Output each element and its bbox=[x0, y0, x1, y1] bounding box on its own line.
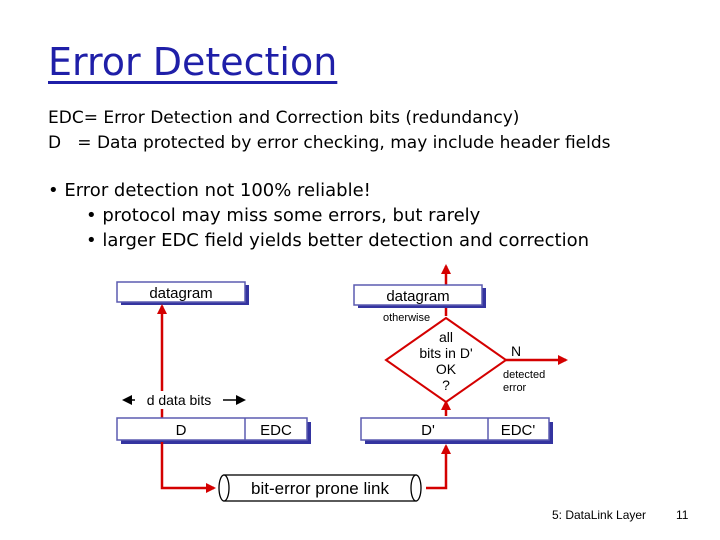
d-data-bits-indicator: d data bits bbox=[122, 391, 246, 409]
receiver-d-label: D' bbox=[421, 422, 435, 439]
detected-error-line-2: error bbox=[503, 382, 527, 394]
definition-d: D = Data protected by error checking, ma… bbox=[48, 133, 611, 153]
decision-line-3: OK bbox=[436, 361, 457, 377]
bit-error-link: bit-error prone link bbox=[218, 474, 422, 502]
link-to-receiver-arrow bbox=[426, 444, 451, 490]
decision-line-2: bits in D' bbox=[419, 345, 472, 361]
decision-line-4: ? bbox=[442, 377, 450, 393]
decision-diamond: all bits in D' OK ? bbox=[384, 316, 508, 404]
d-data-bits-label: d data bits bbox=[147, 392, 212, 408]
receiver-frame: D' EDC' bbox=[360, 417, 553, 444]
subbullet-larger-edc: • larger EDC field yields better detecti… bbox=[86, 230, 589, 251]
decision-line-1: all bbox=[439, 329, 453, 345]
slide-title: Error Detection bbox=[48, 40, 338, 84]
footer-chapter: 5: DataLink Layer bbox=[552, 508, 647, 522]
sender-to-link-arrow bbox=[160, 442, 216, 493]
sender-edc-label: EDC bbox=[260, 422, 292, 439]
no-label: N bbox=[511, 343, 521, 359]
bullet-reliability: • Error detection not 100% reliable! bbox=[48, 180, 371, 201]
link-label: bit-error prone link bbox=[251, 479, 389, 498]
sender-datagram-box: datagram bbox=[116, 281, 249, 305]
receiver-datagram-box: datagram bbox=[353, 284, 486, 308]
otherwise-label: otherwise bbox=[383, 312, 430, 324]
sender-datagram-label: datagram bbox=[149, 285, 212, 302]
subbullet-miss-errors: • protocol may miss some errors, but rar… bbox=[86, 205, 481, 226]
definition-edc: EDC= Error Detection and Correction bits… bbox=[48, 108, 520, 128]
receiver-edc-label: EDC' bbox=[501, 422, 536, 439]
sender-frame: D EDC bbox=[116, 417, 311, 444]
detected-error-line-1: detected bbox=[503, 369, 545, 381]
footer-page-number: 11 bbox=[676, 508, 689, 522]
sender-d-label: D bbox=[176, 422, 187, 439]
receiver-datagram-label: datagram bbox=[386, 288, 449, 305]
